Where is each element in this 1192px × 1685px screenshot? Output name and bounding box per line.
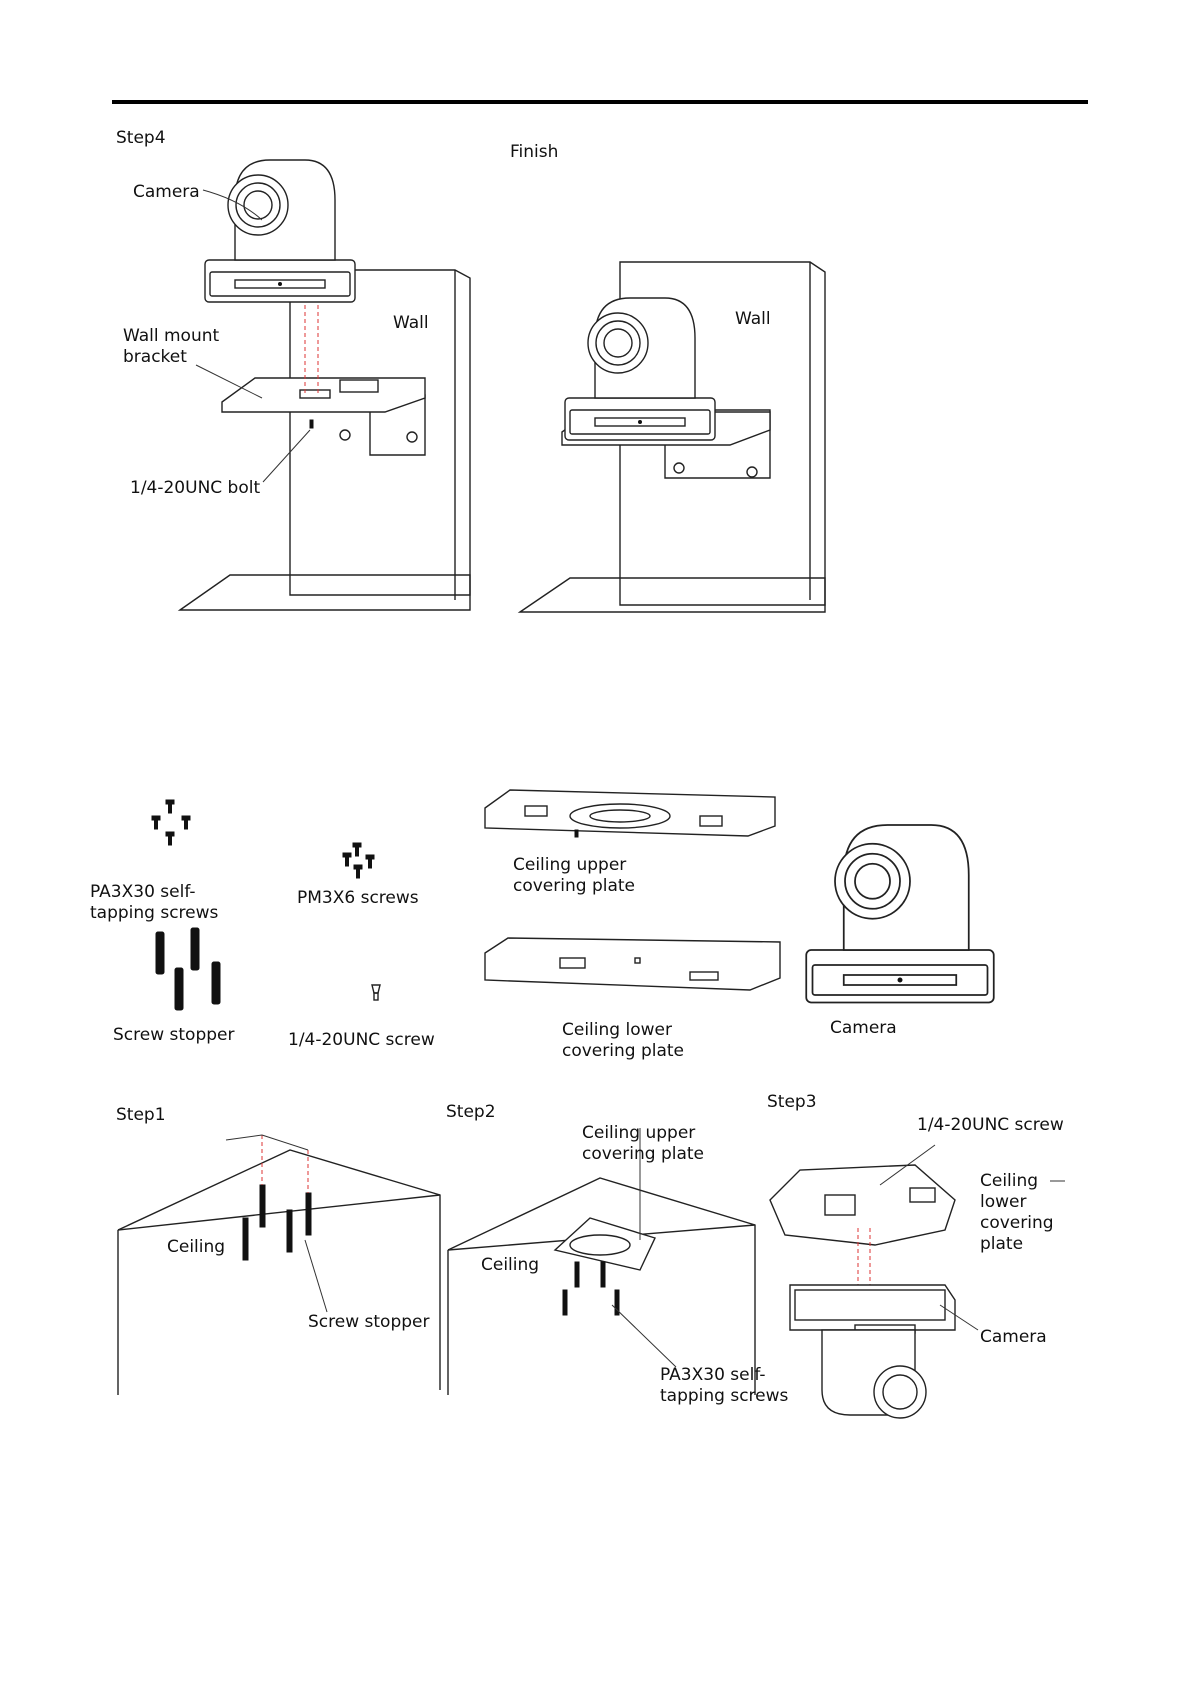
ceiling-step1-drawing [117,1134,441,1395]
step3-title: Step3 [767,1092,817,1112]
camera-label: Camera [133,182,200,202]
step2-pa-screws-label: PA3X30 self- tapping screws [660,1365,789,1406]
step2-upper-plate-label: Ceiling upper covering plate [582,1123,705,1164]
pa-screws-label: PA3X30 self- tapping screws [90,882,219,923]
upper-plate-label: Ceiling upper covering plate [513,855,636,896]
wall-mount-step4-drawing [177,159,471,611]
wall-label-left: Wall [393,313,429,333]
ceiling-step2-drawing [447,1128,756,1395]
wall-label-right: Wall [735,309,771,329]
step2-title: Step2 [446,1102,496,1122]
step4-title: Step4 [116,128,166,148]
step1-ceiling-label: Ceiling [167,1237,226,1257]
header-rule [112,100,1088,104]
bolt-label: 1/4-20UNC bolt [130,478,261,498]
step3-camera-label: Camera [980,1327,1047,1347]
finish-title: Finish [510,142,559,162]
unc-screw-label: 1/4-20UNC screw [288,1030,435,1050]
parts-overview-drawing [151,789,995,1011]
step2-ceiling-label: Ceiling [481,1255,540,1275]
step3-lower-plate-label: Ceiling lower covering plate [980,1171,1054,1254]
wall-mount-finish-drawing [517,261,826,613]
step1-title: Step1 [116,1105,166,1125]
step1-stopper-label: Screw stopper [308,1312,430,1332]
step3-unc-screw-label: 1/4-20UNC screw [917,1115,1064,1135]
pm-screws-label: PM3X6 screws [297,888,419,908]
ceiling-step3-drawing [769,1144,1065,1419]
lower-plate-label: Ceiling lower covering plate [562,1020,685,1061]
bracket-label: Wall mount bracket [123,326,220,367]
stopper-label: Screw stopper [113,1025,235,1045]
parts-camera-label: Camera [830,1018,897,1038]
